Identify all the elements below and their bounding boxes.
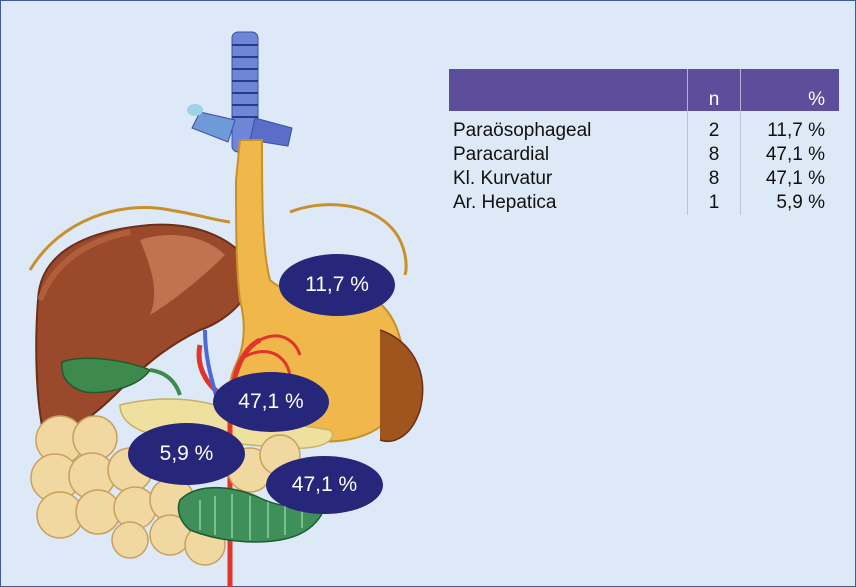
header-label	[449, 69, 688, 111]
row-percent: 5,9 %	[741, 191, 840, 215]
row-n: 8	[688, 167, 741, 191]
badge-curvature: 47,1 %	[266, 456, 383, 514]
row-label: Paracardial	[449, 143, 688, 167]
table-row: Paraösophageal 2 11,7 %	[449, 111, 839, 143]
table-row: Paracardial 8 47,1 %	[449, 143, 839, 167]
row-percent: 47,1 %	[741, 167, 840, 191]
badge-paracardial: 47,1 %	[213, 372, 329, 432]
lymph-node-table: n % Paraösophageal 2 11,7 % Paracardial …	[449, 69, 839, 215]
row-percent: 11,7 %	[741, 111, 840, 143]
badge-hepatica: 5,9 %	[128, 423, 245, 485]
row-n: 2	[688, 111, 741, 143]
row-label: Paraösophageal	[449, 111, 688, 143]
table-row: Kl. Kurvatur 8 47,1 %	[449, 167, 839, 191]
badge-paraesophageal: 11,7 %	[279, 254, 395, 316]
row-label: Kl. Kurvatur	[449, 167, 688, 191]
table-row: Ar. Hepatica 1 5,9 %	[449, 191, 839, 215]
row-percent: 47,1 %	[741, 143, 840, 167]
row-label: Ar. Hepatica	[449, 191, 688, 215]
trachea-icon	[187, 32, 292, 152]
row-n: 1	[688, 191, 741, 215]
header-n: n	[688, 69, 741, 111]
table-header-row: n %	[449, 69, 839, 111]
row-n: 8	[688, 143, 741, 167]
header-percent: %	[741, 69, 840, 111]
